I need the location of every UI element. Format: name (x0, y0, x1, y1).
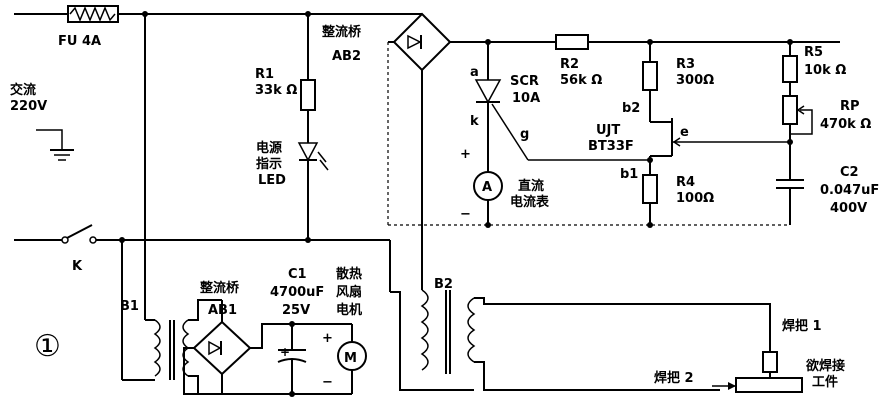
rp-label-1: RP (840, 99, 860, 114)
junction-dot (289, 391, 295, 397)
rp-label-2: 470k Ω (820, 117, 871, 132)
c2-label-1: C2 (840, 165, 859, 180)
resistor-r4 (642, 174, 658, 204)
fan-plus-label: + (322, 331, 333, 346)
led-label-1: 电源 (256, 140, 282, 156)
junction-dot (787, 139, 793, 145)
transformer-b1 (145, 319, 190, 380)
potentiometer-rp (782, 95, 813, 135)
capacitor-c2 (776, 179, 804, 189)
ab1-negative-rail (183, 347, 352, 395)
b2-secondary-to-torch2 (474, 361, 720, 391)
c2-label-3: 400V (830, 201, 867, 216)
b1-secondary-bottom (188, 375, 222, 395)
led-label-2: 指示 (256, 156, 282, 172)
ujt-label-1: UJT (596, 123, 620, 138)
fan-label-1: 散热 (336, 266, 362, 282)
scr-label-1: SCR (510, 74, 539, 89)
c2-label-2: 0.047uF (820, 183, 879, 198)
r5-label-2: 10k Ω (804, 63, 846, 78)
transformer-b2 (420, 289, 476, 374)
ab1-positive-rail (250, 323, 352, 349)
junction-dot (305, 237, 311, 243)
scr-anode-label: a (470, 65, 479, 80)
work-label-1: 欲焊接 (805, 358, 845, 374)
ujt-e-label: e (680, 125, 689, 140)
scr-cathode-label: k (470, 114, 479, 129)
ujt-b1-label: b1 (620, 167, 638, 182)
r2-label-2: 56k Ω (560, 73, 602, 88)
bridge-ab1-label-1: 整流桥 (199, 280, 240, 296)
r5-label-1: R5 (804, 45, 823, 60)
b2-secondary-to-torch1 (474, 297, 771, 352)
torch2-label: 焊把 2 (654, 370, 694, 386)
b2-primary-return (390, 291, 474, 391)
c1-plus-label: + (280, 345, 290, 359)
b1-secondary-top (188, 299, 222, 321)
r1-label-2: 33k Ω (255, 83, 297, 98)
switch-k (61, 224, 97, 244)
ujt-label-2: BT33F (588, 139, 634, 154)
r4-label-2: 100Ω (676, 191, 714, 206)
c1-label-3: 25V (282, 303, 310, 318)
torch-1 (762, 351, 778, 373)
torch-2-arrowhead (728, 382, 736, 390)
fan-label-3: 电机 (336, 302, 362, 318)
bridge-ab2-label-1: 整流桥 (321, 24, 362, 40)
switch-label: K (72, 259, 83, 274)
ac-label-1: 交流 (10, 82, 36, 98)
resistor-r1 (300, 79, 316, 111)
led-indicator (297, 142, 329, 171)
bridge-rectifier-ab2 (392, 12, 452, 72)
fuse-label: FU 4A (58, 34, 101, 49)
b1-label: B1 (120, 299, 139, 314)
resistor-r2 (555, 34, 589, 50)
c1-label-1: C1 (288, 267, 307, 282)
junction-dot (485, 222, 491, 228)
r3-label-1: R3 (676, 57, 695, 72)
led-label-3: LED (258, 173, 286, 188)
meter-label-2: 电流表 (510, 194, 550, 210)
capacitor-c1 (277, 324, 307, 394)
junction-dot (647, 157, 653, 163)
scr-label-2: 10A (512, 91, 540, 106)
meter-label-1: 直流 (518, 178, 544, 194)
fan-label-2: 风扇 (336, 284, 362, 300)
ammeter-symbol: A (482, 180, 492, 195)
r2-label-1: R2 (560, 57, 579, 72)
r4-label-1: R4 (676, 175, 695, 190)
bridge-ab2-label-2: AB2 (332, 49, 361, 64)
ac-label-2: 220V (10, 99, 47, 114)
ujt-b2-label: b2 (622, 101, 640, 116)
bridge-rectifier-ab1 (192, 320, 252, 376)
meter-plus-label: + (460, 147, 471, 162)
ujt-transistor (650, 118, 712, 157)
fan-minus-label: − (322, 375, 333, 390)
resistor-r5 (782, 55, 798, 83)
torch1-label: 焊把 1 (782, 318, 822, 334)
r3-label-2: 300Ω (676, 73, 714, 88)
meter-minus-label: − (460, 207, 471, 222)
figure-number: ① (34, 329, 61, 364)
work-label-2: 工件 (812, 374, 838, 390)
scr-gate-label: g (520, 127, 529, 142)
junction-dot (647, 222, 653, 228)
b2-label: B2 (434, 277, 453, 292)
fuse-fu (67, 5, 119, 23)
resistor-r3 (642, 61, 658, 91)
c1-label-2: 4700uF (270, 285, 324, 300)
r1-label-1: R1 (255, 67, 274, 82)
workpiece (735, 377, 803, 393)
ground-symbol (36, 129, 74, 161)
motor-symbol: M (344, 351, 357, 366)
junction-dot (289, 321, 295, 327)
